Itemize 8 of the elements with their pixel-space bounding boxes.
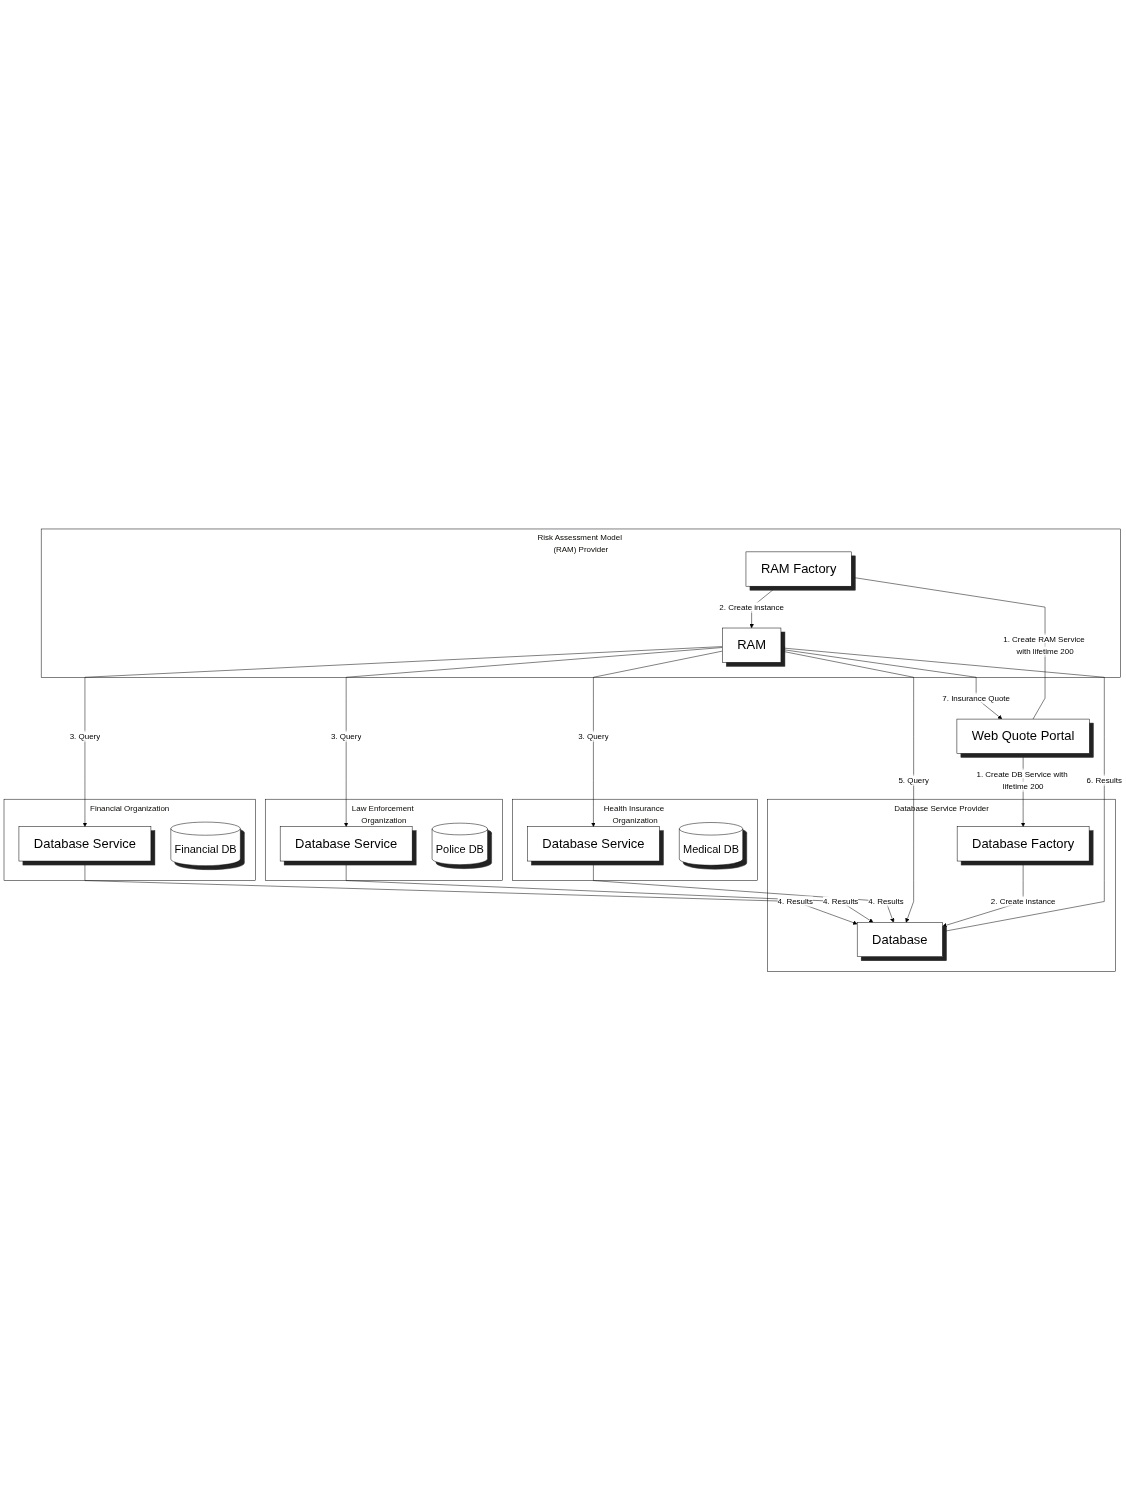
node-box: Database <box>856 922 943 958</box>
node-box: Database Service <box>279 826 413 862</box>
node-box: Database Factory <box>956 826 1090 862</box>
node-box: Database Service <box>18 826 152 862</box>
node-box: Database Service <box>527 826 660 862</box>
node-box: RAM Factory <box>745 551 852 587</box>
node-box: Web Quote Portal <box>956 719 1090 754</box>
node-box: RAM <box>722 627 782 663</box>
